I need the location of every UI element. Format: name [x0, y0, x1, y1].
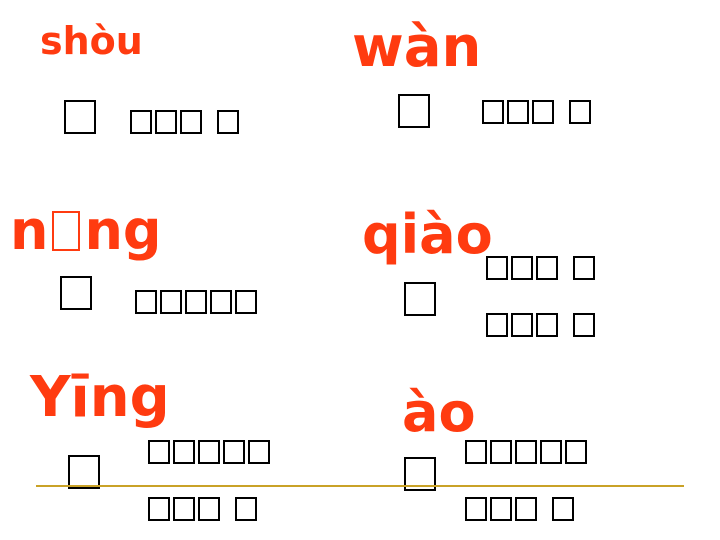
pinyin-ao: ào: [402, 381, 476, 444]
word-row: [135, 290, 260, 314]
character-box: [160, 290, 182, 314]
character-box: [173, 440, 195, 464]
pinyin-end: ng: [84, 199, 162, 262]
character-box: [173, 497, 195, 521]
character-box: [532, 100, 554, 124]
character-box: [573, 256, 595, 280]
character-box: [515, 440, 537, 464]
character-box: [540, 440, 562, 464]
word-row: [148, 497, 260, 521]
character-box: [536, 256, 558, 280]
divider-line: [36, 485, 684, 487]
character-box: [486, 256, 508, 280]
character-box: [573, 313, 595, 337]
word-row: [482, 100, 594, 124]
pinyin-start: n: [10, 199, 49, 262]
word-row: [148, 440, 273, 464]
character-box: [465, 440, 487, 464]
character-box: [180, 110, 202, 134]
character-box: [217, 110, 239, 134]
word-row: [486, 256, 598, 280]
pinyin-shou: shòu: [40, 19, 143, 63]
missing-character-box: [52, 211, 81, 251]
character-box: [155, 110, 177, 134]
word-row: [130, 110, 242, 134]
character-box: [404, 282, 436, 316]
character-box: [482, 100, 504, 124]
character-box: [569, 100, 591, 124]
character-box: [490, 440, 512, 464]
character-box: [223, 440, 245, 464]
word-row: [465, 497, 577, 521]
character-box: [507, 100, 529, 124]
character-box: [60, 276, 92, 310]
character-box: [511, 256, 533, 280]
character-box: [490, 497, 512, 521]
pinyin-ying: Yīng: [30, 365, 170, 430]
character-box: [511, 313, 533, 337]
character-box: [465, 497, 487, 521]
character-box: [398, 94, 430, 128]
character-box: [248, 440, 270, 464]
pinyin-qiao: qiào: [362, 203, 493, 266]
character-box: [210, 290, 232, 314]
character-box: [130, 110, 152, 134]
pinyin-wan: wàn: [352, 15, 482, 80]
character-box: [185, 290, 207, 314]
character-box: [515, 497, 537, 521]
character-box: [135, 290, 157, 314]
character-box: [198, 440, 220, 464]
character-box: [235, 290, 257, 314]
character-box: [536, 313, 558, 337]
character-box: [552, 497, 574, 521]
character-box: [486, 313, 508, 337]
character-box: [148, 440, 170, 464]
word-row: [465, 440, 590, 464]
character-box: [235, 497, 257, 521]
character-box: [565, 440, 587, 464]
word-row: [486, 313, 598, 337]
character-box: [148, 497, 170, 521]
character-box: [64, 100, 96, 134]
character-box: [68, 455, 100, 489]
character-box: [198, 497, 220, 521]
